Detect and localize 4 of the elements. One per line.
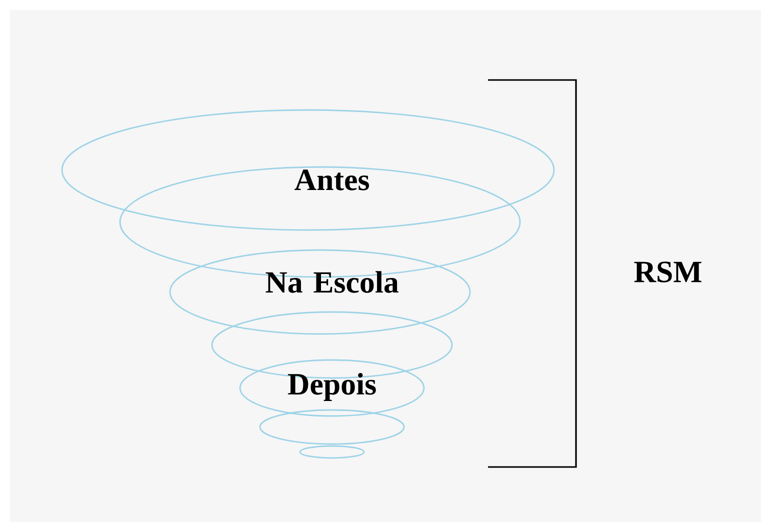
label: Na Escola	[266, 271, 398, 293]
label: RSM	[634, 262, 702, 282]
label: Antes	[294, 170, 369, 190]
label: Depois	[288, 372, 376, 401]
